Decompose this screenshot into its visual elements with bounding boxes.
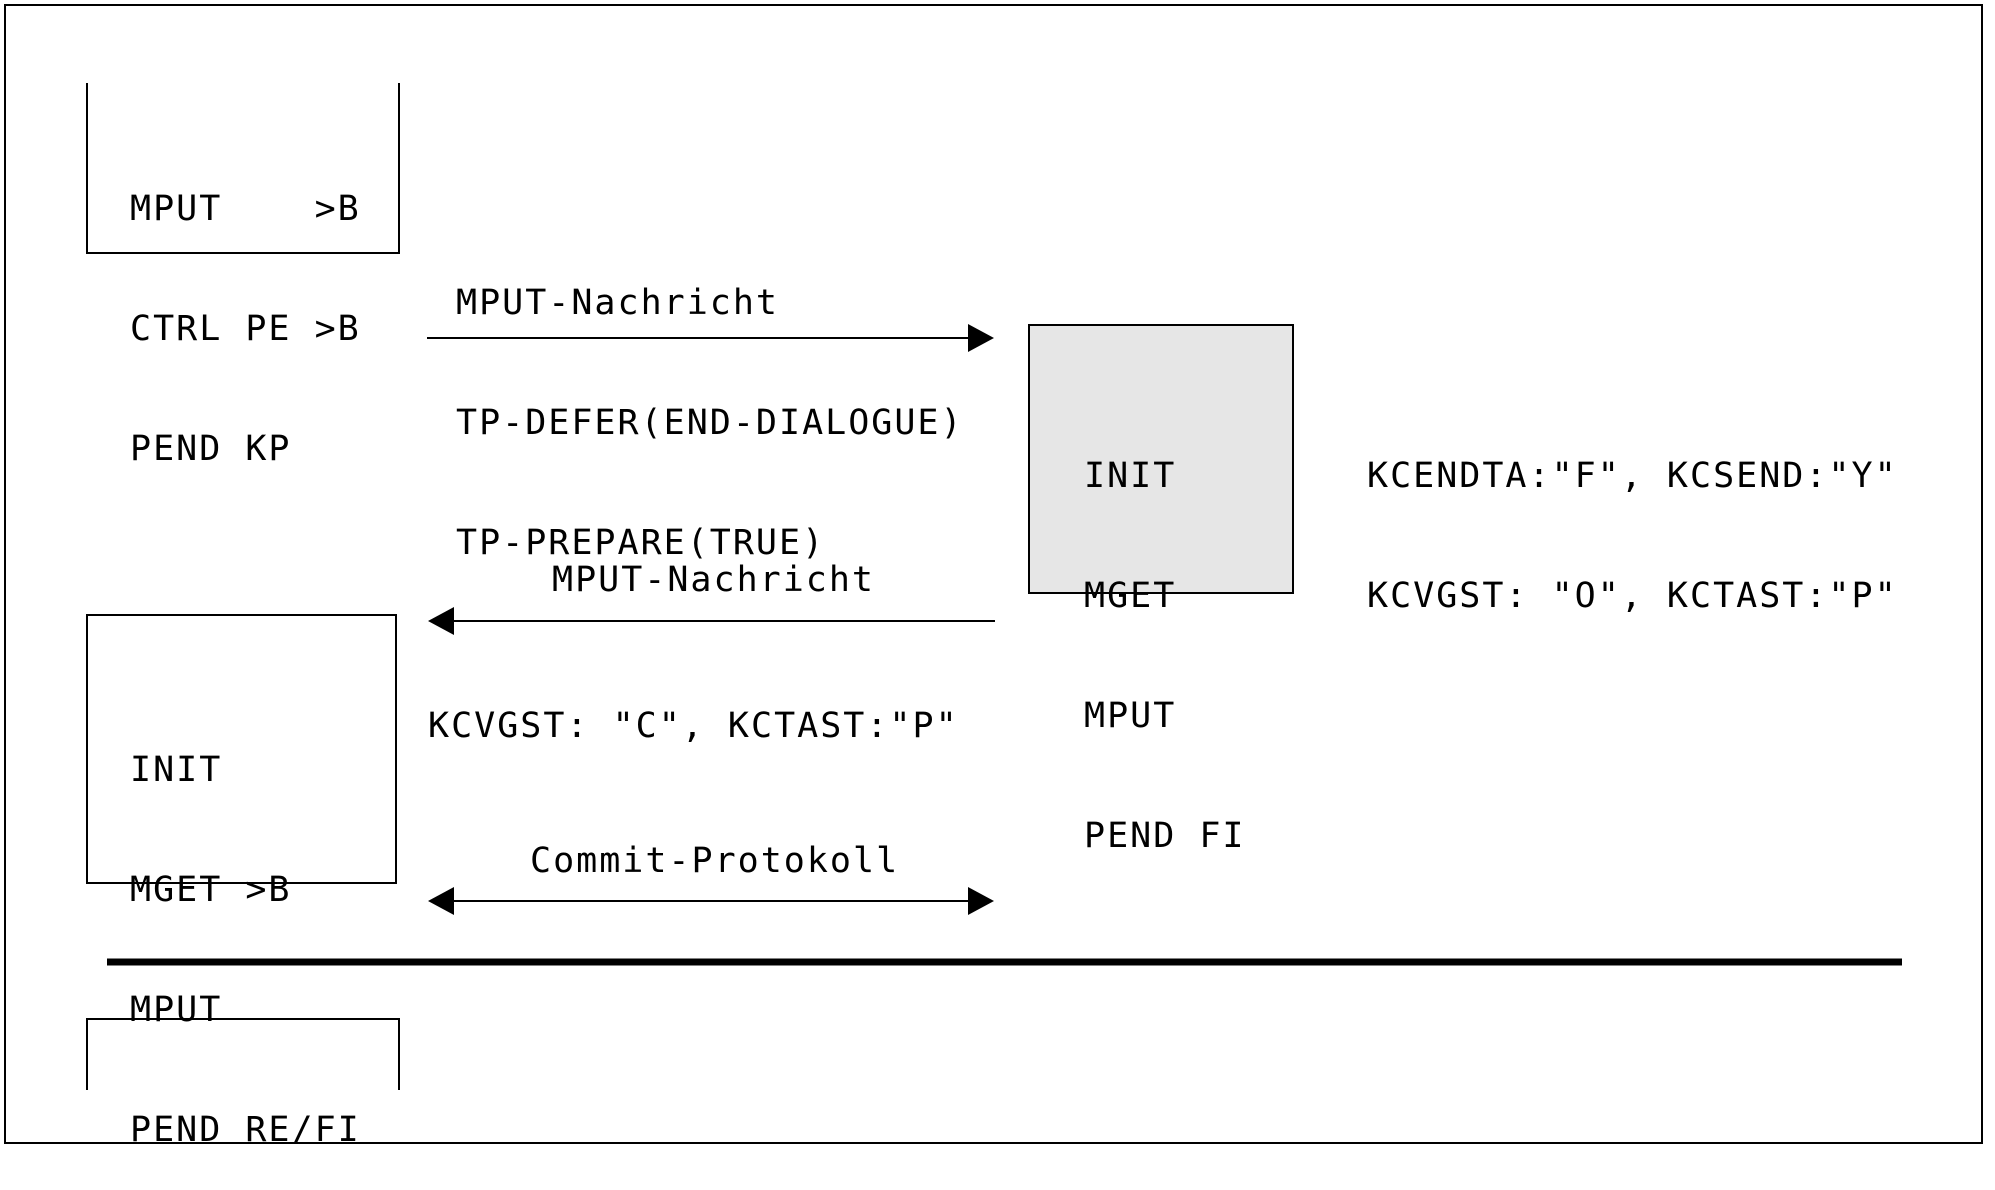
box-a-line: CTRL PE >B: [130, 309, 361, 349]
box-a-outline: [86, 83, 400, 254]
message-3-label: Commit-Protokoll: [530, 841, 900, 881]
message-1-line: TP-PREPARE(TRUE): [456, 523, 826, 563]
diagram-frame: [4, 4, 1983, 1144]
arrowhead-double-right: [968, 887, 994, 915]
box-b-line: INIT: [1084, 456, 1177, 496]
box-b-line: MGET: [1084, 576, 1177, 616]
box-c-line: MPUT: [130, 990, 223, 1030]
box-a-text: MPUT >B CTRL PE >B PEND KP: [130, 109, 361, 509]
box-c-text: INIT MGET >B MPUT PEND RE/FI: [130, 670, 361, 1190]
message-2-label: MPUT-Nachricht: [552, 560, 876, 600]
box-a-line: PEND KP: [130, 429, 292, 469]
box-c-line: PEND RE/FI: [130, 1110, 361, 1150]
message-1-text: MPUT-Nachricht TP-DEFER(END-DIALOGUE) TP…: [456, 203, 964, 603]
message-1-line: MPUT-Nachricht: [456, 283, 780, 323]
status-b-line: KCVGST: "O", KCTAST:"P": [1367, 576, 1898, 616]
status-b-line: KCENDTA:"F", KCSEND:"Y": [1367, 456, 1898, 496]
status-b-text: KCENDTA:"F", KCSEND:"Y" KCVGST: "O", KCT…: [1367, 376, 1898, 656]
diagram-lines: [86, 83, 1902, 1090]
box-b-outline: [1028, 324, 1294, 594]
message-1-line: TP-DEFER(END-DIALOGUE): [456, 403, 964, 443]
box-b-line: MPUT: [1084, 696, 1177, 736]
box-b-text: INIT MGET MPUT PEND FI: [1084, 376, 1246, 896]
arrowhead-left-2: [428, 607, 454, 635]
box-c-line: MGET >B: [130, 870, 292, 910]
arrowhead-double-left: [428, 887, 454, 915]
box-c-line: INIT: [130, 750, 223, 790]
box-a-line: MPUT >B: [130, 189, 361, 229]
box-b-line: PEND FI: [1084, 816, 1246, 856]
status-c-text: KCVGST: "C", KCTAST:"P": [428, 706, 959, 746]
arrowhead-right-1: [968, 324, 994, 352]
box-c-outline: [86, 614, 397, 884]
box-d-outline: [86, 1018, 400, 1090]
